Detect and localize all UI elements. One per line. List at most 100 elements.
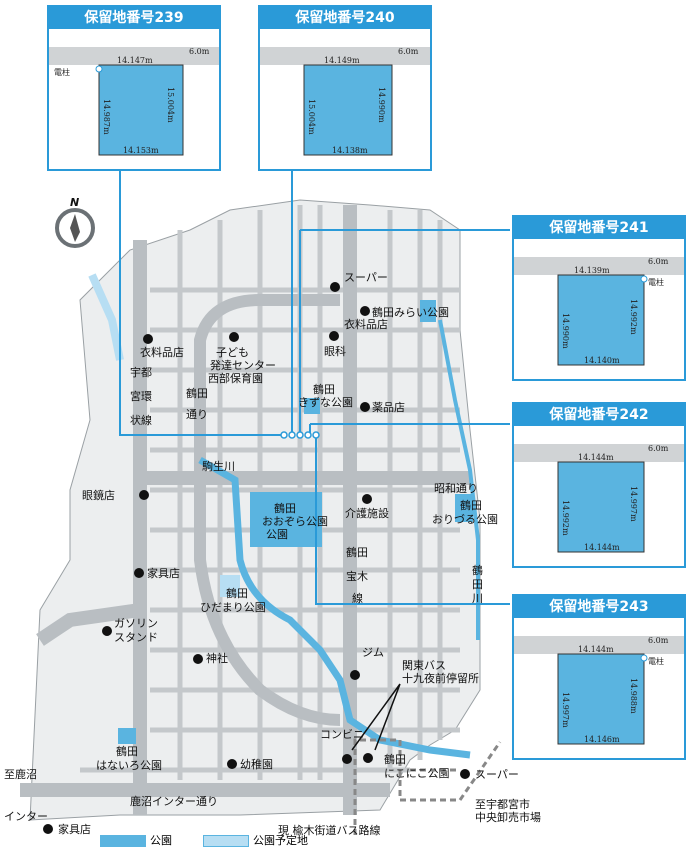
label-tsuruta-dori: 鶴田 通り	[186, 386, 208, 421]
label-drugstore: 薬品店	[372, 400, 405, 414]
svg-text:宮環: 宮環	[130, 389, 152, 403]
svg-text:6.0m: 6.0m	[648, 636, 669, 645]
label-bus1: 関東バス	[402, 659, 446, 672]
label-child1: 子ども	[216, 346, 249, 359]
label-bus-route: 現 楡木街道バス路線	[278, 823, 381, 837]
label-nikoniko1: 鶴田	[384, 752, 406, 766]
tsuruta-dori-loop	[194, 294, 341, 726]
label-glasses: 眼鏡店	[82, 488, 115, 502]
tsuruta-river	[438, 319, 480, 640]
svg-text:線: 線	[352, 591, 363, 605]
label-care: 介護施設	[345, 506, 389, 520]
svg-text:14.144m: 14.144m	[578, 645, 614, 654]
lot-diagram: 6.0m 14.144m 14.144m 14.997m 14.992m	[514, 444, 684, 553]
svg-text:田: 田	[472, 578, 483, 591]
svg-text:14.146m: 14.146m	[584, 735, 620, 744]
mirai-park-area	[420, 300, 436, 322]
lot-card-241: 保留地番号241 6.0m 14.139m 14.140m 電柱 14.992m…	[512, 215, 686, 381]
label-ozora1: 鶴田	[274, 501, 296, 515]
legend-planned: 公園予定地	[253, 834, 308, 847]
lot-diagram: 6.0m 14.147m 14.153m 電柱 15.004m 14.987m	[49, 47, 219, 156]
svg-text:鶴: 鶴	[472, 563, 483, 577]
label-kizuna2: きずな公園	[298, 396, 353, 409]
street-grid	[80, 205, 460, 780]
label-tsuruta-river: 鶴 田 川	[472, 563, 483, 605]
svg-text:6.0m: 6.0m	[648, 257, 669, 266]
label-hotaki: 鶴田 宝木 線	[346, 545, 368, 605]
lot-card-243: 保留地番号243 6.0m 14.144m 14.146m 電柱 14.988m…	[512, 594, 686, 760]
svg-text:14.987m: 14.987m	[102, 99, 111, 135]
lot-markers	[280, 431, 320, 439]
label-gym: ジム	[362, 646, 384, 659]
legend-park-swatch	[100, 835, 146, 847]
lot-title: 保留地番号240	[260, 7, 430, 29]
haniiro-park-area	[118, 728, 136, 744]
svg-text:インター: インター	[4, 810, 48, 823]
svg-text:14.988m: 14.988m	[629, 678, 638, 714]
legend-park: 公園	[150, 834, 172, 847]
svg-text:14.140m: 14.140m	[584, 356, 620, 365]
label-hidamari2: ひだまり公園	[200, 601, 266, 614]
label-child3: 西部保育園	[208, 371, 263, 385]
compass-letter: N	[70, 196, 79, 209]
label-ozora3: 公園	[266, 528, 288, 541]
label-kinder: 幼稚園	[240, 758, 273, 771]
svg-text:電柱: 電柱	[54, 67, 70, 77]
label-furniture2: 家具店	[58, 822, 91, 836]
label-kanuma-inter: 鹿沼インター通り	[130, 794, 218, 808]
svg-text:14.990m: 14.990m	[377, 87, 386, 123]
svg-text:15.004m: 15.004m	[307, 99, 316, 135]
svg-text:電柱: 電柱	[648, 277, 664, 287]
label-to-kanuma: 至鹿沼 インター	[4, 767, 48, 823]
svg-text:14.997m: 14.997m	[561, 692, 570, 728]
label-market1: 至宇都宮市	[475, 797, 530, 811]
label-loop: 宇都 宮環 状線	[130, 366, 152, 427]
place-dots	[43, 282, 470, 834]
label-clothing2: 衣料品店	[140, 345, 184, 359]
label-clothing1: 衣料品店	[344, 317, 388, 331]
svg-text:14.139m: 14.139m	[574, 266, 610, 275]
lot-title: 保留地番号239	[49, 7, 219, 29]
lot-diagram: 6.0m 14.149m 14.138m 14.990m 15.004m	[260, 47, 430, 156]
label-conv: コンビニ	[320, 728, 364, 741]
svg-text:14.144m: 14.144m	[584, 543, 620, 552]
label-furniture1: 家具店	[147, 566, 180, 580]
svg-text:15.004m: 15.004m	[166, 87, 175, 123]
ozora-park-area	[250, 492, 322, 547]
label-ozora2: おおぞら公園	[262, 515, 328, 528]
planned-canal	[88, 273, 124, 361]
legend-planned-swatch	[203, 835, 249, 847]
svg-text:鶴田: 鶴田	[186, 386, 208, 400]
label-kizuna1: 鶴田	[313, 382, 335, 396]
svg-text:通り: 通り	[186, 408, 208, 421]
lot-title: 保留地番号241	[514, 217, 684, 239]
svg-text:14.138m: 14.138m	[332, 146, 368, 155]
svg-text:電柱: 電柱	[648, 656, 664, 666]
svg-text:6.0m: 6.0m	[189, 47, 210, 56]
svg-text:14.153m: 14.153m	[123, 146, 159, 155]
komagyu-river	[198, 456, 471, 759]
svg-text:6.0m: 6.0m	[398, 47, 419, 56]
svg-text:14.990m: 14.990m	[561, 313, 570, 349]
lot-card-240: 保留地番号240 6.0m 14.149m 14.138m 14.990m 15…	[258, 5, 432, 171]
label-origuru2: おりづる公園	[432, 513, 498, 526]
compass-icon: N	[55, 196, 95, 248]
label-haniiro1: 鶴田	[116, 744, 138, 758]
lot-title: 保留地番号243	[514, 596, 684, 618]
label-child2: 発達センター	[210, 358, 276, 372]
map-legend: 公園 公園予定地	[100, 832, 308, 848]
origuru-park-area	[455, 494, 473, 522]
svg-text:14.992m: 14.992m	[629, 299, 638, 335]
svg-text:川: 川	[472, 592, 483, 605]
lot-title: 保留地番号242	[514, 404, 684, 426]
label-gas2: スタンド	[114, 631, 158, 644]
label-origuru1: 鶴田	[460, 498, 482, 512]
label-shrine: 神社	[206, 651, 228, 665]
label-hidamari1: 鶴田	[226, 586, 248, 600]
lot-card-242: 保留地番号242 6.0m 14.144m 14.144m 14.997m 14…	[512, 402, 686, 568]
label-super2: スーパー	[475, 768, 519, 781]
svg-text:14.147m: 14.147m	[117, 56, 153, 65]
lot-card-239: 保留地番号239 6.0m 14.147m 14.153m 電柱 15.004m…	[47, 5, 221, 171]
svg-text:鶴田: 鶴田	[346, 545, 368, 559]
label-haniiro2: はないろ公園	[96, 759, 162, 772]
